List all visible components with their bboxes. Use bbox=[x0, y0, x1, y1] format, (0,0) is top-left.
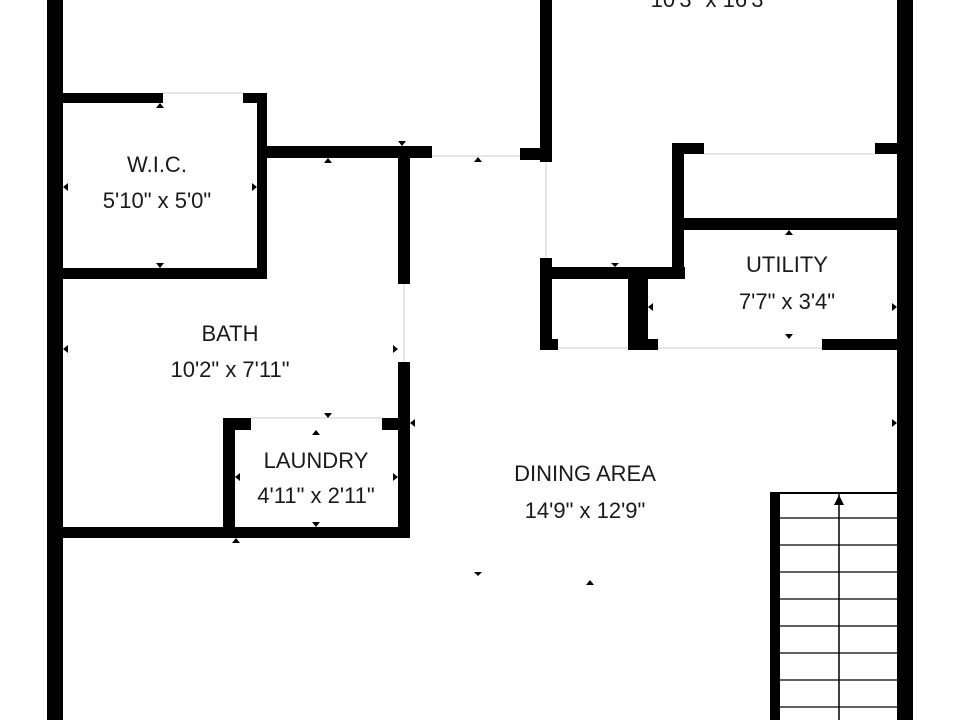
bath-right-wall-upper bbox=[398, 146, 410, 284]
bath-top-wall bbox=[257, 146, 432, 158]
dimension-arrow-icon bbox=[252, 183, 257, 191]
dimension-arrow-icon bbox=[892, 303, 897, 311]
dimension-arrow-icon bbox=[232, 538, 240, 543]
dimension-arrow-icon bbox=[398, 141, 406, 146]
staircase bbox=[770, 492, 897, 720]
dimension-arrow-icon bbox=[63, 183, 68, 191]
bedroom-dimensions: 10'3" x 16'3" bbox=[651, 0, 772, 12]
dimension-arrow-icon bbox=[393, 473, 398, 481]
bath-right-wall-lower bbox=[398, 362, 410, 538]
wic-top-wall-right bbox=[243, 93, 267, 103]
wic-top-wall bbox=[63, 93, 163, 103]
dimension-arrow-icon bbox=[312, 430, 320, 435]
stair-top-edge bbox=[770, 492, 897, 494]
room-labels: 10'3" x 16'3" W.I.C. 5'10" x 5'0" BATH 1… bbox=[103, 0, 835, 523]
dimension-arrow-icon bbox=[586, 580, 594, 585]
bath-dimensions: 10'2" x 7'11" bbox=[170, 357, 289, 382]
dimension-arrow-icon bbox=[63, 345, 68, 353]
wic-bottom-wall bbox=[63, 268, 267, 279]
laundry-top-wall-right bbox=[382, 418, 410, 430]
stair-left-rail bbox=[770, 493, 780, 720]
outer-right-wall bbox=[897, 0, 913, 720]
wic-right-wall bbox=[257, 93, 267, 279]
dimension-arrow-icon bbox=[474, 157, 482, 162]
dining-dimensions: 14'9" x 12'9" bbox=[525, 498, 646, 523]
stair-up-arrow-icon bbox=[834, 495, 844, 505]
closet-divider-wall bbox=[628, 267, 648, 350]
closet-left-wall bbox=[540, 258, 552, 350]
hall-top-wall-right bbox=[520, 148, 552, 160]
utility-top-wall bbox=[672, 218, 913, 230]
openings bbox=[163, 92, 875, 419]
dimension-arrow-icon bbox=[324, 158, 332, 163]
dimension-arrow-icon bbox=[648, 303, 653, 311]
dimension-arrow-icon bbox=[474, 572, 482, 576]
closet-bottom-wall-mid bbox=[628, 339, 658, 350]
utility-dimensions: 7'7" x 3'4" bbox=[739, 289, 835, 314]
closet-top-wall bbox=[540, 267, 685, 279]
dimension-arrow-icon bbox=[892, 419, 897, 427]
dimension-arrow-icon bbox=[785, 334, 793, 339]
bedroom-left-wall bbox=[540, 0, 552, 162]
upper-closet-top-wall-left bbox=[672, 143, 704, 154]
dimension-arrow-icon bbox=[393, 345, 398, 353]
utility-name: UTILITY bbox=[746, 252, 828, 277]
dimension-arrows bbox=[63, 103, 897, 585]
wic-name: W.I.C. bbox=[127, 152, 187, 177]
dining-name: DINING AREA bbox=[514, 461, 656, 486]
upper-closet-top-wall-right bbox=[875, 143, 913, 154]
dimension-arrow-icon bbox=[785, 230, 793, 235]
dimension-arrow-icon bbox=[410, 419, 415, 427]
utility-bottom-wall-right bbox=[822, 339, 913, 350]
laundry-dimensions: 4'11" x 2'11" bbox=[257, 483, 374, 508]
walls bbox=[47, 0, 913, 720]
wic-dimensions: 5'10" x 5'0" bbox=[103, 188, 211, 213]
dimension-arrow-icon bbox=[156, 103, 164, 108]
dimension-arrow-icon bbox=[611, 263, 619, 267]
dimension-arrow-icon bbox=[156, 263, 164, 268]
dimension-arrow-icon bbox=[324, 413, 332, 418]
closet-bottom-wall-left bbox=[540, 339, 558, 350]
dimension-arrow-icon bbox=[312, 522, 320, 527]
laundry-top-wall-left bbox=[223, 418, 251, 430]
laundry-name: LAUNDRY bbox=[264, 448, 369, 473]
upper-closet-left-wall bbox=[672, 143, 684, 279]
outer-left-wall bbox=[47, 0, 63, 720]
bath-bottom-wall bbox=[63, 527, 410, 538]
laundry-left-wall bbox=[223, 418, 235, 533]
bath-name: BATH bbox=[201, 321, 258, 346]
dimension-arrow-icon bbox=[235, 473, 240, 481]
